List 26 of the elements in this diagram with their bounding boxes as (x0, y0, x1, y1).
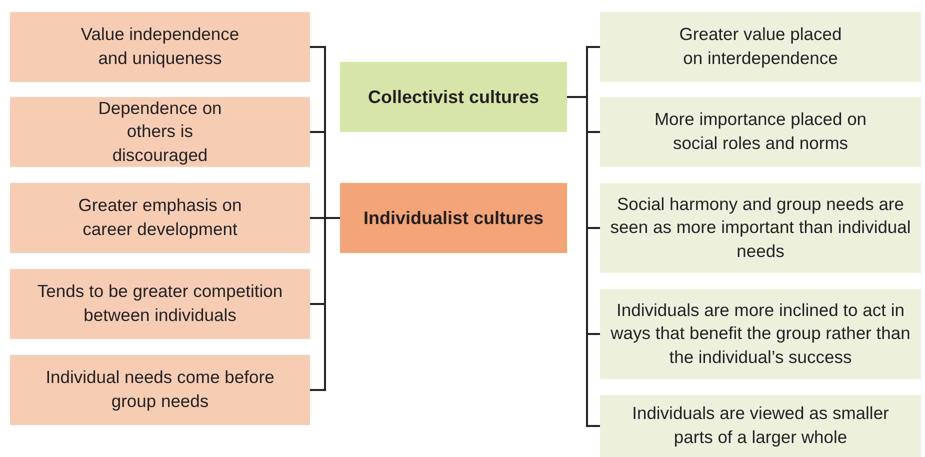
box-text: Individualist cultures (363, 206, 544, 230)
trait-box (10, 97, 310, 167)
box-text: Individual needs come before group needs (44, 366, 276, 413)
box-text: Collectivist cultures (368, 86, 540, 109)
box-text: Value independence and uniqueness (80, 23, 240, 70)
box-text: More importance placed on social roles and norms (653, 108, 868, 155)
box-text: Dependence on others is discouraged (97, 96, 223, 167)
box-text: Social harmony and group needs are seen as more important than individual needs (610, 192, 911, 263)
box-text: Individuals are more inclined to act in ways that benefit the group rather than the individual’s success (610, 298, 912, 369)
box-text: Greater emphasis on career development (77, 194, 243, 241)
trait-box (600, 395, 921, 457)
trait-box (10, 269, 310, 339)
trait-box (600, 183, 921, 273)
box-text: Greater value placed on interdependence (678, 23, 843, 70)
connector-line (567, 96, 600, 427)
trait-box (10, 12, 310, 82)
category-box (340, 183, 567, 253)
trait-box (600, 12, 921, 82)
trait-box (600, 97, 921, 167)
box-text: Tends to be greater competition between individuals (36, 280, 284, 327)
trait-box (600, 289, 921, 379)
connector-line (310, 217, 340, 391)
trait-box (10, 355, 310, 425)
trait-box (10, 183, 310, 253)
category-box (340, 62, 567, 132)
box-text: Individuals are viewed as smaller parts of a larger whole (631, 402, 890, 449)
